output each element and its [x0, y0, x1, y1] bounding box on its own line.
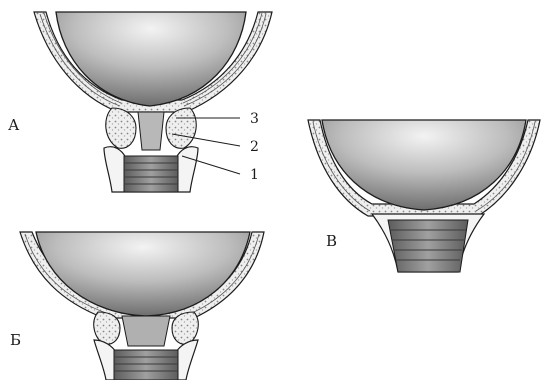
vaginal-lumen: [114, 350, 178, 380]
cervical-canal: [138, 112, 164, 150]
callout-3: 3: [250, 111, 259, 127]
callout-2: 2: [250, 139, 259, 155]
vaginal-lumen: [388, 220, 468, 272]
callout-1: 1: [250, 167, 259, 183]
panel-a-drawing: [34, 12, 272, 192]
panel-a-label: А: [8, 116, 20, 134]
vaginal-lumen: [124, 156, 178, 192]
cervix-left-lip: [106, 108, 136, 148]
panel-b-drawing: [20, 232, 264, 380]
panel-v-drawing: [308, 120, 540, 272]
panel-b-label: Б: [10, 331, 21, 349]
cervix-right-lip: [166, 108, 196, 148]
panel-v-label: В: [326, 232, 337, 250]
cervical-canal: [122, 316, 170, 346]
